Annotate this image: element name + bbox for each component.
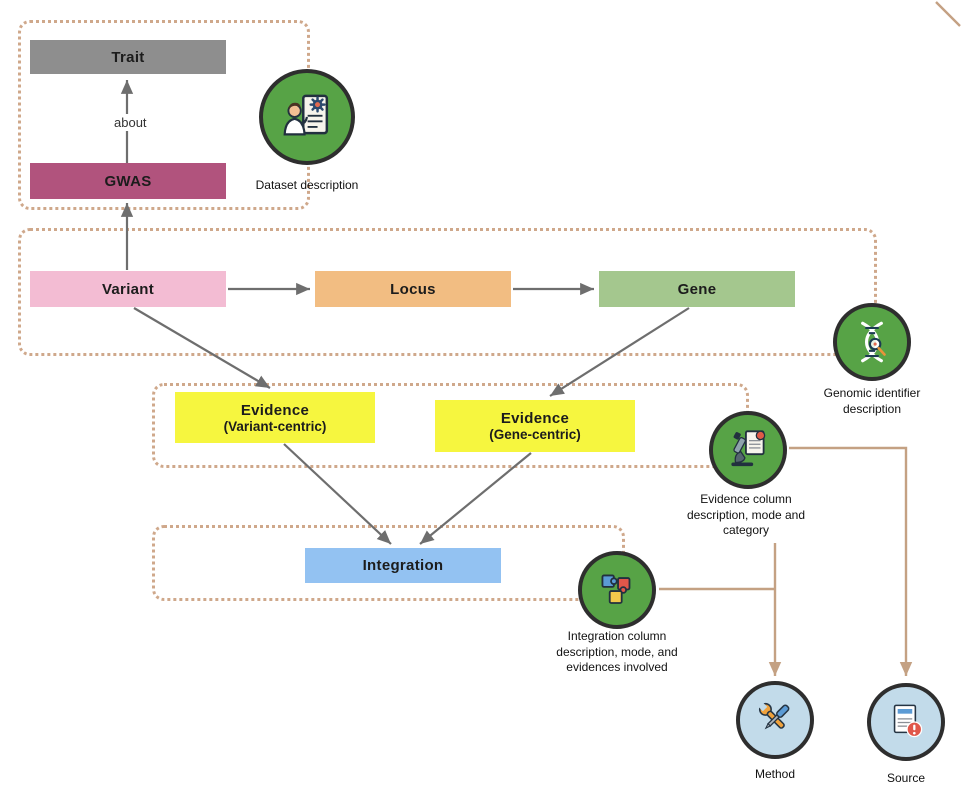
node-trait-label: Trait (111, 48, 145, 66)
evidence-description-icon (709, 411, 787, 489)
integration-description-icon (578, 551, 656, 629)
node-variant-label: Variant (101, 280, 155, 298)
node-evidence-gene-label: Evidence (500, 410, 570, 427)
genomic-identifier-caption: Genomic identifier description (823, 386, 921, 416)
line-top-right-offscreen (935, 1, 961, 27)
tools-wrench-screwdriver-icon (758, 702, 790, 730)
source-icon (867, 683, 945, 761)
node-gene-label: Gene (677, 280, 717, 298)
node-evidence-variant-sublabel: (Variant-centric) (223, 418, 327, 434)
group-genomic-frame (18, 228, 877, 356)
source-caption: Source (886, 771, 926, 785)
dataset-description-icon (259, 69, 355, 165)
node-integration: Integration (305, 548, 501, 583)
dna-magnifier-icon (861, 321, 886, 363)
microscope-document-icon (731, 430, 766, 467)
method-caption: Method (754, 767, 796, 781)
node-gwas: GWAS (30, 163, 226, 199)
node-integration-label: Integration (362, 557, 444, 574)
evidence-description-caption: Evidence column description, mode and ca… (686, 492, 806, 538)
node-locus-label: Locus (390, 280, 436, 298)
node-locus: Locus (315, 271, 511, 307)
genomic-identifier-icon (833, 303, 911, 381)
puzzle-pieces-icon (601, 574, 631, 604)
node-evidence-variant: Evidence (Variant-centric) (175, 392, 375, 443)
method-icon (736, 681, 814, 759)
edge-label-about: about (111, 114, 150, 131)
integration-description-caption: Integration column description, mode, an… (556, 629, 678, 675)
node-trait: Trait (30, 40, 226, 74)
document-alert-icon (893, 704, 923, 738)
node-gwas-label: GWAS (104, 172, 152, 190)
dataset-description-caption: Dataset description (255, 178, 359, 192)
line-evidence-icon-to-source (789, 446, 913, 676)
node-evidence-variant-label: Evidence (240, 401, 310, 419)
node-evidence-gene: Evidence (Gene-centric) (435, 400, 635, 452)
document-gear-person-icon (283, 94, 329, 136)
node-variant: Variant (30, 271, 226, 307)
node-gene: Gene (599, 271, 795, 307)
node-evidence-gene-sublabel: (Gene-centric) (489, 427, 581, 442)
